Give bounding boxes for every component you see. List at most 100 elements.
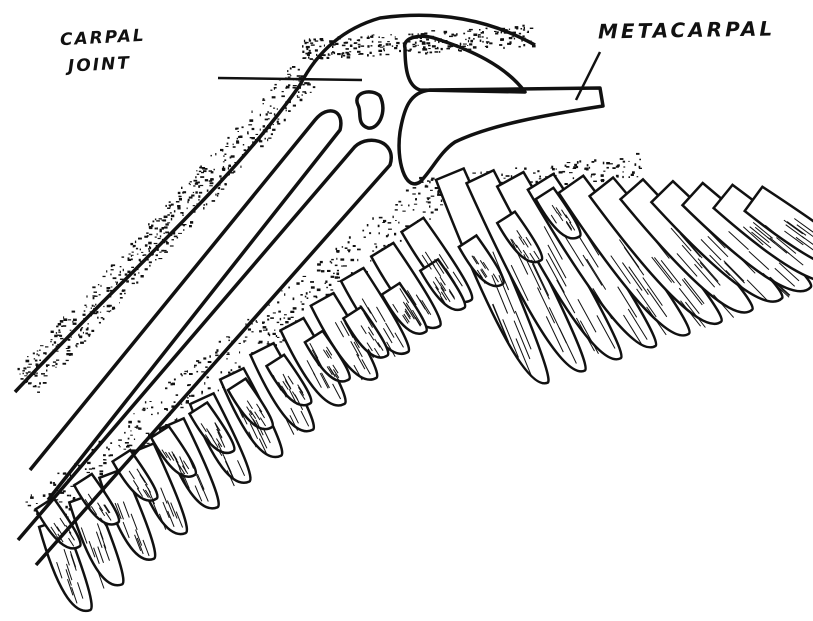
stipple-dot (292, 66, 295, 68)
stipple-dot (430, 190, 433, 191)
stipple-dot (429, 181, 430, 183)
stipple-dot (603, 162, 605, 165)
stipple-dot (183, 224, 185, 226)
stipple-dot (174, 379, 176, 381)
stipple-dot (258, 342, 260, 343)
stipple-dot (266, 328, 268, 330)
stipple-dot (115, 282, 116, 283)
stipple-dot (189, 395, 191, 397)
stipple-dot (335, 276, 338, 279)
stipple-dot (131, 278, 134, 280)
stipple-dot (46, 370, 47, 372)
stipple-dot (567, 162, 571, 163)
stipple-dot (201, 167, 204, 169)
stipple-dot (207, 376, 208, 378)
stipple-dot (205, 179, 208, 181)
stipple-dot (612, 167, 615, 169)
stipple-dot (209, 180, 213, 182)
stipple-dot (509, 37, 513, 39)
stipple-dot (315, 40, 319, 41)
stipple-dot (346, 48, 349, 50)
stipple-dot (30, 496, 34, 499)
stipple-dot (311, 286, 315, 288)
stipple-dot (46, 365, 48, 367)
stipple-dot (291, 317, 294, 318)
stipple-dot (174, 236, 178, 238)
stipple-dot (277, 337, 279, 338)
stipple-dot (92, 286, 95, 288)
stipple-dot (54, 341, 56, 343)
stipple-dot (148, 248, 150, 250)
stipple-dot (134, 413, 135, 414)
stipple-dot (91, 308, 92, 309)
stipple-dot (256, 134, 259, 135)
stipple-dot (514, 38, 515, 40)
stipple-dot (171, 215, 174, 218)
stipple-dot (212, 200, 216, 202)
stipple-dot (243, 340, 246, 341)
stipple-dot (632, 171, 635, 174)
stipple-dot (128, 438, 130, 440)
stipple-dot (501, 38, 505, 41)
stipple-dot (512, 36, 514, 37)
stipple-dot (147, 408, 148, 409)
stipple-dot (515, 167, 517, 169)
stipple-dot (332, 46, 333, 48)
stipple-dot (138, 238, 142, 240)
stipple-dot (591, 175, 592, 177)
stipple-dot (221, 371, 223, 373)
stipple-dot (331, 54, 333, 55)
stipple-dot (87, 472, 90, 473)
stipple-dot (415, 45, 417, 47)
stipple-dot (378, 45, 381, 47)
stipple-dot (533, 172, 536, 173)
stipple-dot (473, 34, 477, 37)
stipple-dot (103, 459, 105, 460)
stipple-dot (503, 47, 504, 49)
stipple-dot (200, 176, 204, 178)
stipple-dot (159, 252, 161, 253)
stipple-dot (522, 25, 524, 27)
stipple-dot (221, 189, 225, 190)
stipple-dot (437, 192, 439, 194)
stipple-dot (193, 192, 194, 193)
stipple-dot (639, 168, 642, 169)
stipple-dot (52, 365, 55, 366)
stipple-dot (189, 197, 193, 199)
stipple-dot (349, 51, 351, 52)
stipple-dot (287, 74, 291, 75)
stipple-dot (328, 53, 330, 55)
stipple-dot (137, 254, 139, 255)
stipple-dot (217, 195, 218, 197)
stipple-dot (313, 296, 317, 298)
stipple-dot (116, 283, 117, 286)
stipple-dot (59, 501, 63, 502)
stipple-dot (296, 282, 299, 285)
stipple-dot (31, 494, 32, 496)
stipple-dot (290, 311, 294, 313)
stipple-dot (272, 96, 276, 98)
stipple-dot (320, 261, 323, 263)
stipple-dot (111, 287, 113, 288)
stipple-dot (235, 128, 238, 130)
stipple-dot (160, 235, 161, 237)
stipple-dot (247, 131, 249, 134)
stipple-dot (305, 296, 307, 298)
stipple-dot (593, 181, 597, 182)
stipple-dot (92, 305, 94, 307)
stipple-dot (273, 124, 274, 125)
stipple-dot (441, 200, 442, 203)
stipple-dot (123, 269, 124, 271)
stipple-dot (285, 321, 288, 323)
stipple-dot (164, 250, 167, 251)
stipple-dot (309, 291, 311, 292)
stipple-dot (76, 346, 77, 348)
stipple-dot (374, 243, 376, 244)
stipple-dot (58, 329, 60, 331)
stipple-dot (350, 45, 353, 48)
stipple-dot (39, 360, 41, 362)
stipple-dot (28, 505, 31, 507)
stipple-dot (459, 50, 462, 52)
stipple-dot (259, 140, 262, 142)
stipple-dot (425, 52, 427, 54)
